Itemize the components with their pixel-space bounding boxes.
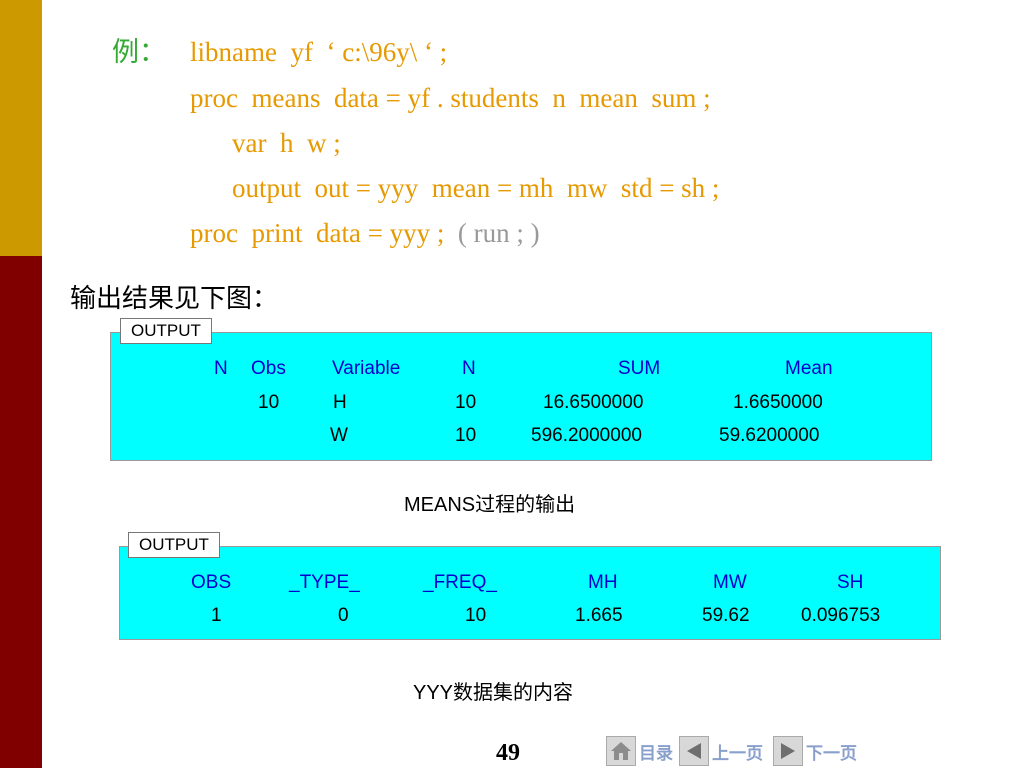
means-row1-variable: H <box>333 392 347 413</box>
code-line-4: output out = yyy mean = mh mw std = sh ; <box>232 173 720 203</box>
yyy-header-type: _TYPE_ <box>289 572 360 593</box>
left-accent-bar-bottom <box>0 256 42 768</box>
means-header-mean: Mean <box>785 358 833 379</box>
means-row1-mean: 1.6650000 <box>733 392 823 413</box>
means-output-tab: OUTPUT <box>120 318 212 344</box>
yyy-row-freq: 10 <box>465 605 487 626</box>
page-number: 49 <box>496 740 520 766</box>
means-row1-n: 10 <box>455 392 477 413</box>
prev-button[interactable]: 上一页 <box>679 736 763 766</box>
code-line-5-text: proc print data = yyy ; <box>190 218 458 248</box>
yyy-output-panel <box>119 546 941 640</box>
left-accent-bar-top <box>0 0 42 256</box>
yyy-row-sh: 0.096753 <box>801 605 881 626</box>
means-row1-sum: 16.6500000 <box>543 392 644 413</box>
means-caption: MEANS过程的输出 <box>404 494 576 516</box>
means-row2-mean: 59.6200000 <box>719 425 820 446</box>
means-row2-sum: 596.2000000 <box>531 425 642 446</box>
yyy-header-sh: SH <box>837 572 864 593</box>
yyy-header-mh: MH <box>588 572 618 593</box>
yyy-header-obs: OBS <box>191 572 232 593</box>
means-header-obs: Obs <box>251 358 286 379</box>
code-line-3: var h w ; <box>232 128 341 158</box>
yyy-row-type: 0 <box>338 605 349 626</box>
code-line-5: proc print data = yyy ; ( run ; ) <box>190 217 540 249</box>
prev-label: 上一页 <box>712 743 763 764</box>
yyy-row-mh: 1.665 <box>575 605 623 626</box>
next-arrow-icon <box>773 736 803 766</box>
yyy-caption: YYY数据集的内容 <box>413 682 574 704</box>
next-button[interactable]: 下一页 <box>773 736 857 766</box>
means-header-sum: SUM <box>618 358 661 379</box>
means-header-n1: N <box>214 358 228 379</box>
means-output-panel <box>110 332 932 461</box>
code-line-5-run: ( run ; ) <box>457 218 540 248</box>
home-button[interactable]: 目录 <box>606 736 673 766</box>
code-line-1: libname yf ‘ c:\96y\ ‘ ; <box>190 37 448 67</box>
means-row2-n: 10 <box>455 425 477 446</box>
slide-navigation: 目录 上一页 下一页 <box>606 736 857 766</box>
example-label: 例： <box>112 37 166 67</box>
home-icon <box>606 736 636 766</box>
means-row1-obs: 10 <box>258 392 280 413</box>
yyy-header-mw: MW <box>713 572 747 593</box>
home-label: 目录 <box>639 743 673 764</box>
yyy-row-mw: 59.62 <box>702 605 750 626</box>
means-header-variable: Variable <box>332 358 401 379</box>
intro-text: 输出结果见下图： <box>70 284 279 313</box>
means-header-n2: N <box>462 358 476 379</box>
means-row2-variable: W <box>330 425 348 446</box>
code-line-2: proc means data = yf . students n mean s… <box>190 83 711 113</box>
next-label: 下一页 <box>806 743 857 764</box>
yyy-output-tab: OUTPUT <box>128 532 220 558</box>
prev-arrow-icon <box>679 736 709 766</box>
yyy-row-obs: 1 <box>211 605 222 626</box>
yyy-header-freq: _FREQ_ <box>423 572 497 593</box>
